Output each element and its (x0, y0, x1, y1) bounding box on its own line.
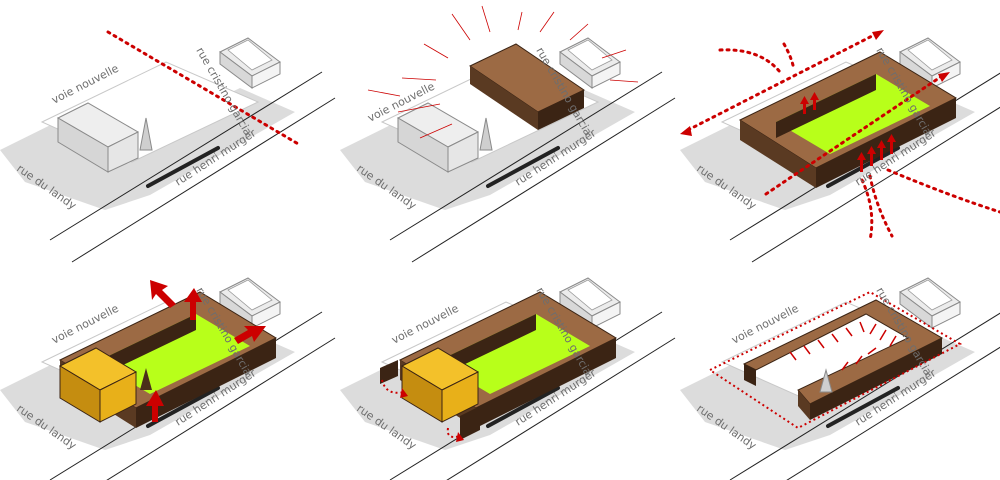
panel-1-base (0, 36, 337, 264)
panel-1-axis-line (106, 30, 302, 147)
panel-3-arrowhead-top (872, 30, 884, 40)
panel-3-arrowhead-left (680, 126, 692, 136)
panel-6-site-boundary (707, 290, 963, 430)
panel-3-arrowhead-right (938, 72, 950, 82)
panel-5-arrowhead-1 (400, 388, 408, 398)
panel-5: voie nouvelle rue cristino garcia rue he… (338, 276, 677, 480)
panel-4-existing-volume (58, 347, 152, 423)
panel-3: rue cristino garcia rue henri murger rue… (678, 30, 1000, 264)
panel-1: voie nouvelle rue cristino garcia rue he… (0, 30, 337, 264)
panel-6: voie nouvelle rue cristino garcia rue he… (678, 276, 1000, 480)
panel-6-inner-ticks (789, 321, 897, 371)
panel-6-perimeter-block (742, 299, 944, 420)
panel-4-red-arrows (146, 280, 266, 422)
panel-4: voie nouvelle rue cristino garcia rue he… (0, 276, 337, 480)
panel-2-massing-block (468, 43, 586, 130)
panel-5-arrowhead-2 (456, 432, 464, 442)
panel-5-existing-volume (380, 347, 480, 440)
panel-3-dotted-arrows (686, 32, 1000, 242)
panel-2-radiating-lines (367, 5, 639, 139)
panel-3-up-arrows (800, 92, 896, 172)
panel-2: voie nouvelle rue cristino garcia rue he… (338, 5, 677, 264)
